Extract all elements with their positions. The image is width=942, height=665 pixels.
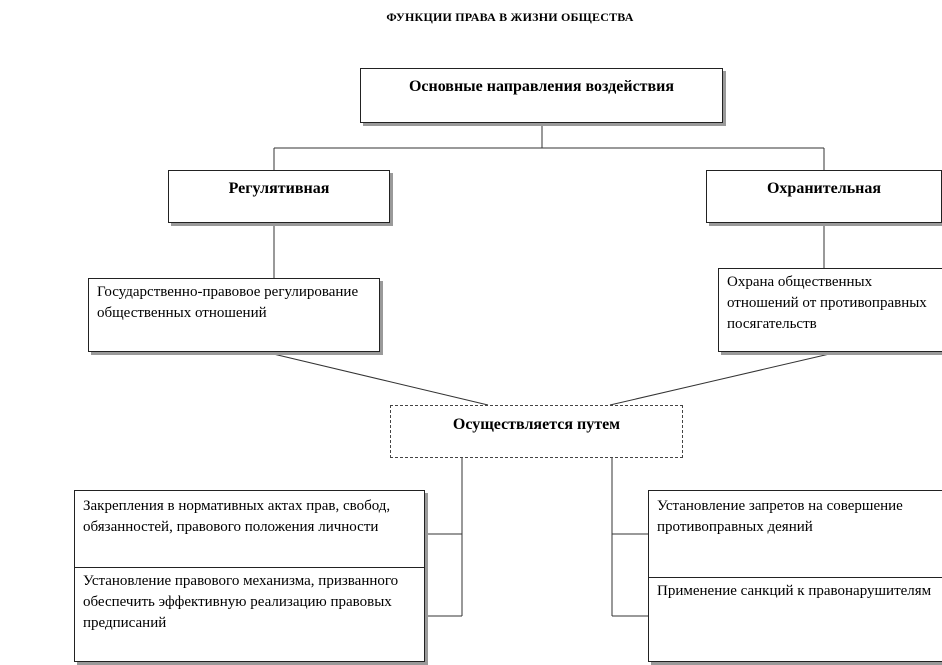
regulatory-description: Государственно-правовое регулирование об… [97,284,359,321]
diagram-title: ФУНКЦИИ ПРАВА В ЖИЗНИ ОБЩЕСТВА [386,10,634,24]
means-box: Осуществляется путем [390,405,683,458]
regulatory-label: Регулятивная [228,180,330,197]
left-to-means [264,351,489,406]
left-items-divider [75,567,424,568]
right-to-means [609,351,839,406]
protective-description-box: Охрана общественных отношений от противо… [718,268,942,352]
left-item-2: Установление правового механизма, призва… [83,573,399,631]
regulatory-box: Регулятивная [168,170,390,223]
right-item-1: Установление запретов на совершение прот… [657,498,903,535]
right-items-divider [649,577,942,578]
protective-label: Охранительная [766,180,882,197]
right-item-2: Применение санкций к правонарушителям [657,583,932,599]
means-label: Осуществляется путем [452,416,621,433]
regulatory-description-box: Государственно-правовое регулирование об… [88,278,380,352]
root-label: Основные направления воздействия [408,78,675,95]
protective-description: Охрана общественных отношений от противо… [727,274,927,332]
left-items-group: Закрепления в нормативных актах прав, св… [74,490,425,662]
protective-box: Охранительная [706,170,942,223]
root-box: Основные направления воздействия [360,68,723,123]
left-item-1: Закрепления в нормативных актах прав, св… [83,498,391,535]
right-items-group: Установление запретов на совершение прот… [648,490,942,662]
